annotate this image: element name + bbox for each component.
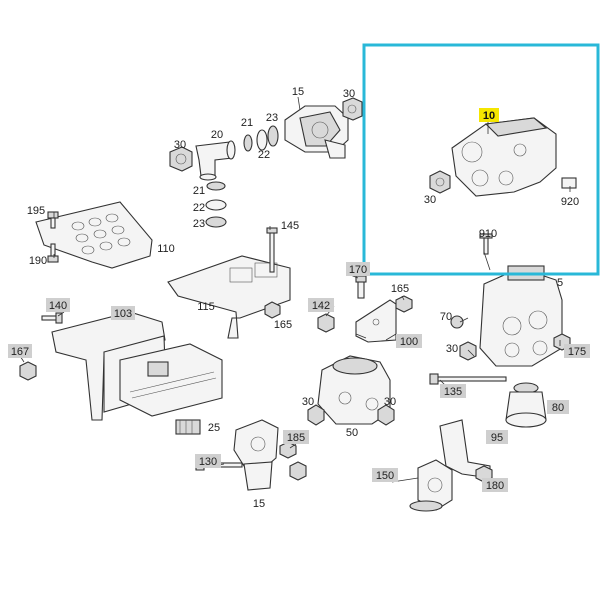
part-nut-142: [317, 313, 335, 333]
part-valve-15-top: [284, 105, 349, 159]
label-142[interactable]: 142: [312, 300, 330, 312]
part-bolt-190: [47, 243, 59, 263]
part-bolt-135: [429, 373, 507, 385]
label-165-right[interactable]: 165: [391, 283, 409, 295]
label-30-relay-right[interactable]: 30: [384, 396, 396, 408]
label-70[interactable]: 70: [440, 311, 452, 323]
label-140[interactable]: 140: [49, 300, 67, 312]
label-195[interactable]: 195: [27, 205, 45, 217]
label-15-bottom[interactable]: 15: [253, 498, 265, 510]
label-23-top[interactable]: 23: [266, 112, 278, 124]
label-920[interactable]: 920: [561, 196, 579, 208]
part-rings-21-22-23-horizontal: [243, 125, 279, 152]
label-100[interactable]: 100: [400, 336, 418, 348]
part-bolt-145: [266, 227, 278, 273]
part-labels: 10 15 30 23 21 22 20 30 21 22 23 30 920 …: [8, 86, 590, 510]
part-valve-15-bottom: [233, 419, 279, 491]
part-nut-30-top-right: [342, 97, 363, 121]
part-modulator-5: [479, 265, 563, 367]
part-fitting-170: [355, 275, 367, 299]
label-21-vertical[interactable]: 21: [193, 185, 205, 197]
part-silencer-80: [505, 382, 547, 428]
part-valve-unit-10: [451, 117, 557, 197]
label-25[interactable]: 25: [208, 422, 220, 434]
part-nut-30-unit: [429, 170, 451, 194]
part-nut-30-modulator: [459, 341, 477, 361]
part-nut-165-right: [395, 295, 413, 313]
part-nut-185: [279, 441, 297, 459]
label-165-left[interactable]: 165: [274, 319, 292, 331]
part-screw-140: [41, 312, 63, 324]
label-23-vertical[interactable]: 23: [193, 218, 205, 230]
label-21-top[interactable]: 21: [241, 117, 253, 129]
label-95[interactable]: 95: [491, 432, 503, 444]
part-valve-150: [409, 459, 453, 512]
label-145[interactable]: 145: [281, 220, 299, 232]
label-135[interactable]: 135: [444, 386, 462, 398]
highlight-frame: [362, 43, 600, 276]
part-bracket-100: [355, 299, 397, 343]
part-bolt-195: [47, 211, 59, 229]
label-170[interactable]: 170: [349, 264, 367, 276]
label-175[interactable]: 175: [568, 346, 586, 358]
label-20[interactable]: 20: [211, 129, 223, 141]
label-150[interactable]: 150: [376, 470, 394, 482]
part-nut-30-relay-right: [377, 404, 395, 426]
part-rings-21-22-23-vertical: [205, 181, 227, 228]
part-ecu-module: [119, 343, 223, 417]
label-910[interactable]: 910: [479, 228, 497, 240]
label-50[interactable]: 50: [346, 427, 358, 439]
label-22-top[interactable]: 22: [258, 149, 270, 161]
part-nut-30-bottom: [289, 461, 307, 481]
label-180[interactable]: 180: [486, 480, 504, 492]
part-nut-30-top-left: [169, 146, 193, 172]
part-nut-30-relay-left: [307, 404, 325, 426]
label-167[interactable]: 167: [11, 346, 29, 358]
label-185[interactable]: 185: [287, 432, 305, 444]
part-elbow-20: [195, 140, 236, 181]
label-22-vertical[interactable]: 22: [193, 202, 205, 214]
part-nut-165-left: [264, 301, 281, 319]
label-10[interactable]: 10: [483, 110, 495, 122]
label-130[interactable]: 130: [199, 456, 217, 468]
label-30-top-right[interactable]: 30: [343, 88, 355, 100]
label-30-relay-left[interactable]: 30: [302, 396, 314, 408]
label-110[interactable]: 110: [157, 243, 175, 255]
part-connector-25: [175, 419, 201, 435]
part-fitting-910: [479, 233, 493, 255]
label-103[interactable]: 103: [114, 308, 132, 320]
part-plug-920: [561, 177, 577, 189]
label-190[interactable]: 190: [29, 255, 47, 267]
label-30-modulator[interactable]: 30: [446, 343, 458, 355]
label-15-top[interactable]: 15: [292, 86, 304, 98]
label-80[interactable]: 80: [552, 402, 564, 414]
label-115[interactable]: 115: [197, 301, 215, 313]
label-30-top-left[interactable]: 30: [174, 139, 186, 151]
part-fitting-70: [450, 315, 464, 329]
label-30-unit[interactable]: 30: [424, 194, 436, 206]
part-nut-167: [19, 361, 37, 381]
part-bracket-110: [35, 201, 153, 269]
label-5[interactable]: 5: [557, 277, 563, 289]
